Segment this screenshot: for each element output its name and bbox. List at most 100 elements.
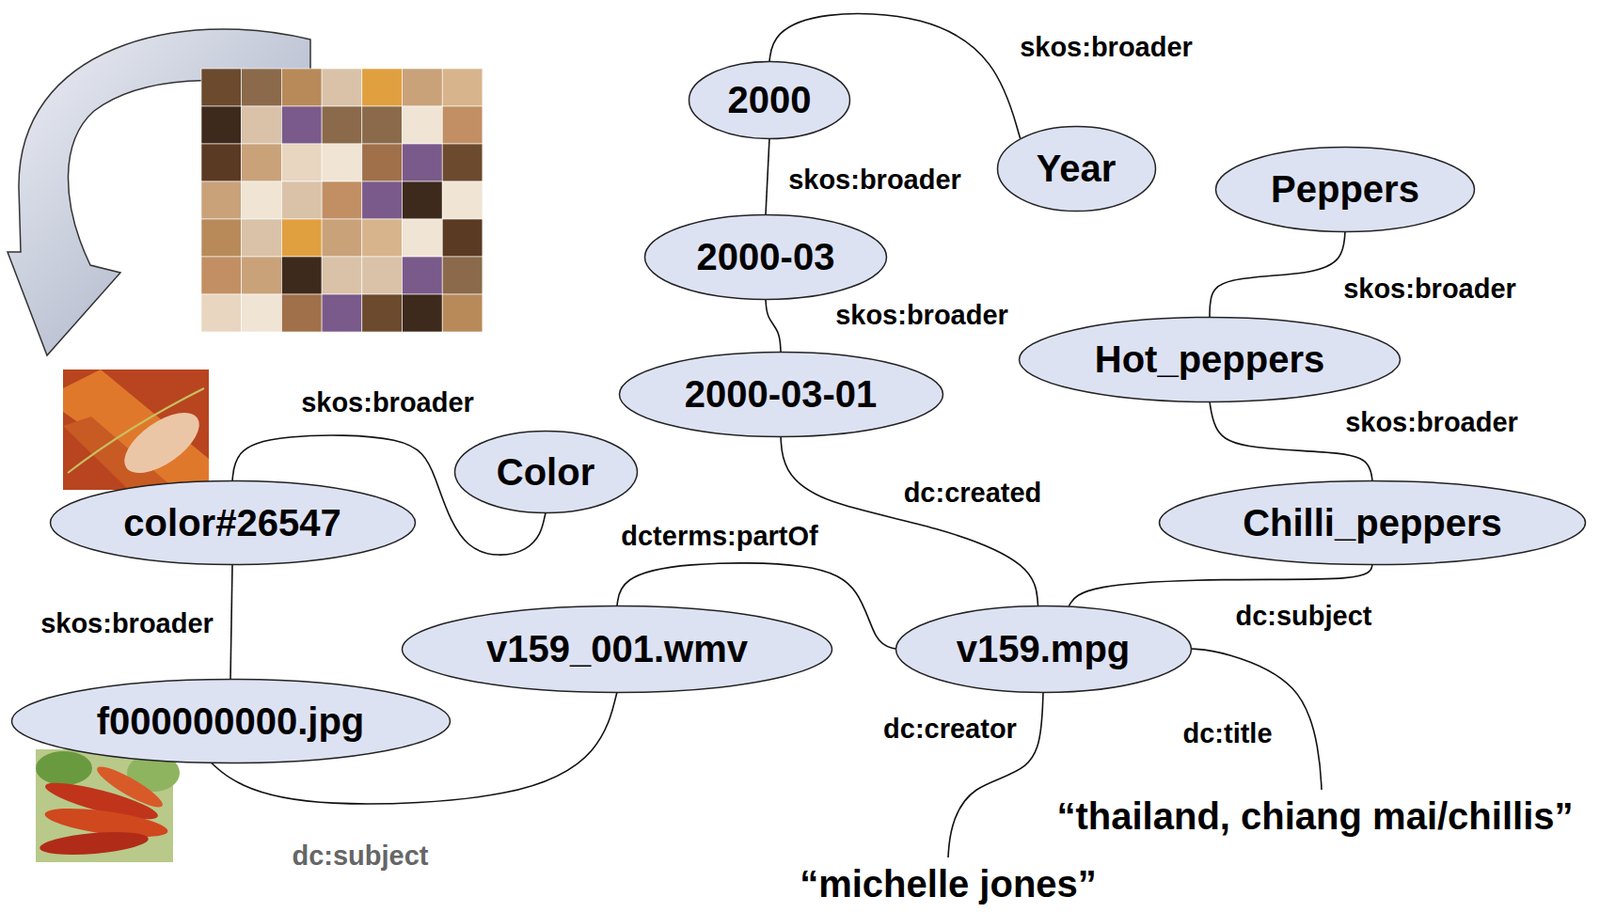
node-text: 2000-03-01 (684, 372, 878, 416)
node-text: v159.mpg (956, 627, 1131, 671)
ellipse-shape (618, 351, 943, 437)
property-label: dc:subject (288, 840, 431, 872)
node-text: 2000-03 (697, 235, 836, 279)
edge-label: skos:broader (37, 608, 217, 640)
keyframe-tile (362, 106, 403, 144)
keyframe-tile (442, 219, 483, 257)
keyframe-tile (281, 294, 322, 333)
keyframe-tile (362, 256, 403, 295)
ellipse-shape (997, 126, 1156, 211)
keyframe-tile (402, 219, 444, 257)
ellipse-shape (11, 680, 450, 764)
pepper-photo (35, 749, 180, 863)
connector (1068, 565, 1373, 607)
keyframe-tile (362, 143, 403, 182)
keyframe-tile (241, 106, 283, 144)
keyframe-tile (362, 181, 403, 220)
concept-ellipse: Color (453, 429, 639, 515)
edge-label: dc:created (901, 477, 1046, 509)
node-text: f000000000.jpg (96, 699, 365, 744)
keyframe-tile (201, 181, 242, 220)
pepper-shape (93, 760, 167, 814)
edge-label: dc:subject (1232, 601, 1375, 633)
ellipse-shape (689, 61, 851, 139)
keyframe-tile (321, 68, 363, 107)
concept-ellipse: 2000 (687, 60, 852, 141)
pepper-closeup (63, 369, 209, 491)
keyframe-tile (321, 256, 363, 295)
ellipse-shape (895, 605, 1191, 693)
keyframe-tile (402, 143, 444, 182)
pepper-shape (63, 369, 209, 491)
keyframe-tile (442, 143, 483, 182)
ellipse-shape (1216, 146, 1475, 232)
keyframe-tile (442, 256, 483, 295)
node-text: Chilli_peppers (1242, 501, 1503, 545)
keyframe-mosaic (201, 68, 483, 333)
keyframe-tile (442, 68, 483, 107)
node-text: Peppers (1270, 167, 1420, 211)
concept-ellipse: Chilli_peppers (1157, 479, 1587, 567)
property-label: dc:title (1179, 718, 1275, 750)
keyframe-tile (281, 106, 322, 144)
keyframe-tile (442, 181, 483, 220)
keyframe-tile (201, 143, 242, 182)
keyframe-tile (201, 294, 242, 333)
edge-label: skos:broader (832, 300, 1012, 332)
concept-ellipse: Hot_peppers (1017, 316, 1402, 404)
connector (765, 299, 781, 352)
keyframe-tile (321, 181, 363, 220)
keyframe-tile (321, 143, 363, 182)
node-text: v159_001.wmv (486, 627, 748, 671)
ellipse-shape (1159, 481, 1586, 566)
keyframe-tile (321, 219, 363, 257)
concept-ellipse: Year (996, 125, 1157, 213)
ellipse-shape (454, 431, 637, 514)
keyframe-tile (241, 68, 283, 107)
ellipse-shape (1019, 316, 1401, 402)
photo-ground (63, 369, 209, 491)
string-line (67, 388, 205, 474)
keyframe-tile (201, 68, 242, 107)
node-text: Color (496, 450, 595, 494)
literal-value: “thailand, chiang mai/chillis” (1053, 794, 1576, 839)
keyframe-tile (281, 219, 322, 257)
concept-ellipse: color#26547 (48, 479, 417, 567)
keyframe-tile (281, 256, 322, 295)
keyframe-tile (402, 106, 444, 144)
concept-ellipse: v159_001.wmv (400, 604, 834, 695)
keyframe-tile (321, 106, 363, 144)
ellipse-shape (402, 605, 833, 693)
keyframe-tile (201, 219, 242, 257)
keyframe-tile (201, 256, 242, 295)
concept-ellipse: Peppers (1214, 145, 1476, 234)
concept-ellipse: 2000-03-01 (617, 350, 945, 439)
keyframe-tile (402, 294, 444, 333)
connector (1209, 231, 1346, 317)
leaf-shape (35, 751, 93, 786)
keyframe-tile (321, 294, 363, 333)
concept-ellipse: 2000-03 (643, 213, 888, 301)
keyframe-tile (362, 68, 403, 107)
keyframe-tile (362, 219, 403, 257)
keyframe-tile (241, 256, 283, 295)
ellipse-shape (645, 214, 888, 300)
connector-group (211, 14, 1373, 805)
edge-label: skos:broader (1340, 273, 1520, 305)
ellipse-shape (49, 481, 415, 566)
concept-ellipse: f000000000.jpg (10, 678, 452, 765)
finger-shape (114, 401, 210, 486)
keyframe-tile (241, 219, 283, 257)
keyframe-tile (241, 294, 283, 333)
keyframe-tile (402, 68, 444, 107)
keyframe-tile (362, 294, 403, 333)
keyframe-tile (442, 106, 483, 144)
edge-label: skos:broader (1016, 31, 1196, 64)
edge-label: dcterms:partOf (617, 521, 822, 553)
keyframe-tile (201, 106, 242, 144)
keyframe-tile (281, 181, 322, 220)
edge-label: skos:broader (785, 164, 965, 196)
